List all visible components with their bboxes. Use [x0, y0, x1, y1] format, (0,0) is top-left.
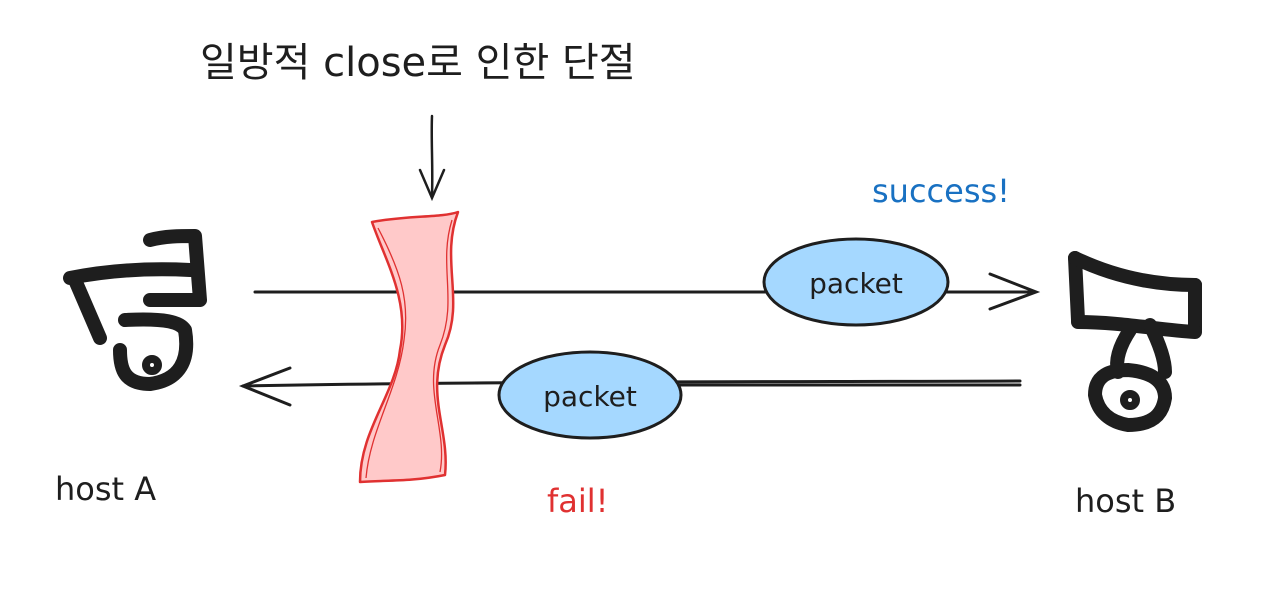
packet-bottom-label: packet [543, 380, 637, 413]
packet-bottom: packet [497, 350, 683, 440]
diagram-title: 일방적 close로 인한 단절 [200, 40, 636, 86]
host-a-icon [63, 229, 207, 391]
connection-cut-mark [358, 210, 460, 484]
host-a-label: host A [55, 470, 156, 508]
packet-top: packet [762, 237, 950, 327]
title-pointer-arrow [418, 114, 446, 202]
fail-label: fail! [547, 482, 608, 520]
host-b-icon [1068, 251, 1202, 432]
host-b-label: host B [1075, 482, 1176, 520]
success-label: success! [872, 172, 1010, 210]
packet-top-label: packet [809, 267, 903, 300]
